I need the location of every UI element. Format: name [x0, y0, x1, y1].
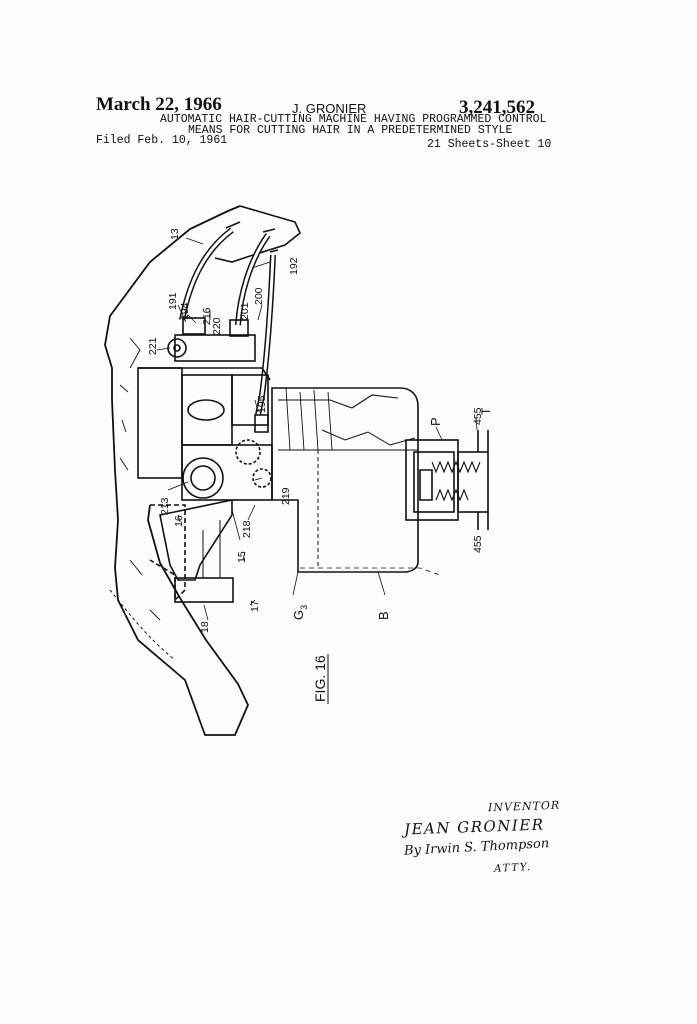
ref-192: 192	[288, 257, 300, 275]
ref-195: 195	[256, 395, 268, 413]
ref-194: 194	[179, 302, 191, 320]
inventor-name: J. GRONIER	[292, 101, 367, 116]
filed-date: Filed Feb. 10, 1961	[96, 134, 228, 147]
cutter-head	[405, 430, 489, 530]
patent-title-line-2: MEANS FOR CUTTING HAIR IN A PREDETERMINE…	[188, 124, 513, 137]
ref-G: G	[291, 610, 306, 620]
patent-date: March 22, 1966	[96, 94, 222, 115]
ref-17: 17	[249, 600, 261, 612]
ref-13: 13	[169, 228, 181, 240]
patent-number: 3,241,562	[459, 97, 535, 118]
ref-16: 16	[173, 515, 185, 527]
figure-caption: FIG. 16	[312, 655, 328, 702]
ref-G3: G3	[291, 605, 309, 620]
ref-18: 18	[199, 621, 211, 633]
head-outline	[104, 205, 301, 736]
attorney-label: ATTY.	[493, 861, 532, 875]
ref-455-bottom: 455	[472, 535, 484, 553]
ref-455-top: 455	[472, 407, 484, 425]
inventor-label: INVENTOR	[487, 798, 561, 815]
patent-title-line-1: AUTOMATIC HAIR-CUTTING MACHINE HAVING PR…	[160, 113, 547, 126]
ref-191: 191	[167, 292, 179, 310]
ref-220: 220	[211, 317, 223, 335]
ref-B: B	[376, 611, 391, 620]
clipper-body	[271, 387, 441, 576]
ref-G-subscript: 3	[299, 605, 309, 610]
ref-216: 216	[201, 307, 213, 325]
ref-P: P	[428, 417, 443, 426]
ref-201: 201	[239, 302, 251, 320]
cable-bundle	[179, 221, 279, 416]
ref-T: T	[479, 407, 493, 415]
ref-218: 218	[241, 520, 253, 538]
ref-221: 221	[147, 337, 159, 355]
sheet-count: 21 Sheets-Sheet 10	[427, 138, 552, 151]
ref-15: 15	[236, 551, 248, 563]
ref-219: 219	[280, 487, 292, 505]
ref-200: 200	[253, 287, 265, 305]
reference-labels: 13 191 192 194 195 200 201 216 220 221 2…	[147, 228, 493, 702]
ref-213: 213	[159, 497, 171, 515]
leader-lines	[156, 237, 479, 621]
support-arm	[149, 499, 234, 603]
